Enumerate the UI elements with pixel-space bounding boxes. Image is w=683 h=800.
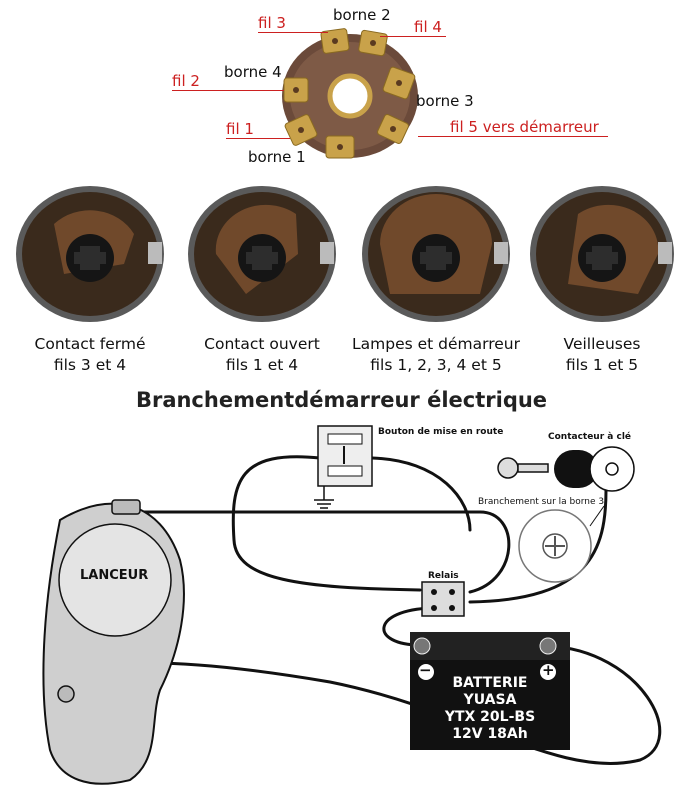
leader-fil-3	[258, 32, 328, 33]
wire-button-relay	[231, 455, 422, 592]
wiring-schematic	[42, 425, 662, 785]
terminal-diagram	[518, 505, 605, 583]
label-borne-1: borne 1	[248, 148, 306, 166]
leader-fil-2	[172, 90, 284, 91]
label-key-switch: Contacteur à clé	[548, 432, 632, 442]
battery-label: BATTERIE YUASA YTX 20L-BS 12V 18Ah	[410, 675, 570, 743]
caption-lampes-demarreur: Lampes et démarreur fils 1, 2, 3, 4 et 5	[346, 334, 526, 376]
label-fil-1: fil 1	[226, 120, 254, 138]
relay-symbol	[421, 581, 465, 617]
battery	[410, 632, 570, 750]
label-terminal-note: Branchement sur la borne 3	[478, 497, 605, 507]
battery-minus-sign: −	[419, 661, 432, 679]
key-switch-symbol	[497, 446, 635, 492]
battery-line: BATTERIE	[452, 675, 528, 691]
caption-line2: fils 1, 2, 3, 4 et 5	[370, 356, 502, 374]
battery-line: YUASA	[463, 692, 517, 708]
label-fil-3: fil 3	[258, 14, 286, 32]
leader-fil-4	[380, 36, 446, 37]
dial-contact-ferme	[16, 186, 164, 322]
switch-base-photo	[282, 28, 418, 159]
leader-fil-5	[418, 136, 608, 137]
battery-line: YTX 20L-BS	[444, 709, 536, 725]
battery-line: 12V 18Ah	[452, 726, 528, 742]
dial-contact-ouvert	[188, 186, 336, 322]
label-borne-3: borne 3	[416, 92, 474, 110]
caption-line2: fils 3 et 4	[53, 356, 127, 374]
dial-lampes-demarreur	[362, 186, 510, 322]
wire-starter-relay	[138, 510, 511, 594]
caption-line1: Contact ouvert	[204, 335, 320, 353]
caption-line1: Lampes et démarreur	[352, 335, 520, 353]
wire-relay-battery	[382, 606, 434, 647]
starter-motor	[42, 499, 185, 785]
start-button-symbol	[314, 425, 373, 509]
schematic-title: Branchementdémarreur électrique	[135, 388, 548, 412]
caption-line1: Veilleuses	[563, 335, 641, 353]
label-relay: Relais	[428, 571, 459, 581]
label-start-button: Bouton de mise en route	[378, 427, 504, 437]
caption-veilleuses: Veilleuses fils 1 et 5	[528, 334, 676, 376]
label-fil-5: fil 5 vers démarreur	[450, 118, 599, 136]
battery-plus-sign: +	[542, 661, 555, 679]
caption-contact-ferme: Contact fermé fils 3 et 4	[14, 334, 166, 376]
caption-line1: Contact fermé	[34, 335, 146, 353]
caption-contact-ouvert: Contact ouvert fils 1 et 4	[186, 334, 338, 376]
label-borne-2: borne 2	[333, 6, 391, 24]
label-starter: LANCEUR	[80, 568, 149, 583]
dial-veilleuses	[530, 186, 674, 322]
label-fil-2: fil 2	[172, 72, 200, 90]
label-fil-4: fil 4	[414, 18, 442, 36]
caption-line2: fils 1 et 5	[565, 356, 639, 374]
label-borne-4: borne 4	[224, 63, 282, 81]
leader-fil-1	[226, 138, 290, 139]
caption-line2: fils 1 et 4	[225, 356, 299, 374]
